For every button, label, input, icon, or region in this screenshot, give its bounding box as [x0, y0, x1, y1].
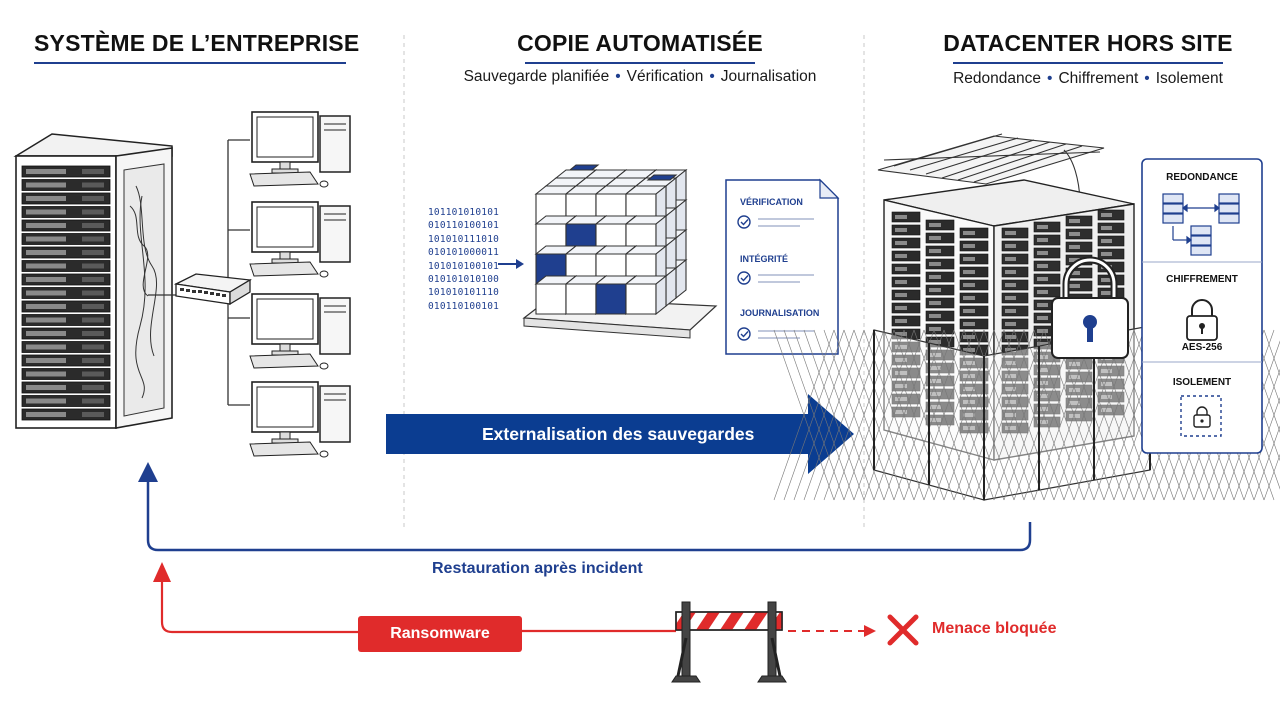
binary-line: 101010111010 — [428, 233, 500, 245]
restore-label: Restauration après incident — [432, 560, 643, 577]
subtitle-item-verification: Vérification — [626, 68, 704, 85]
desktop-computer-icon — [249, 111, 351, 188]
subtitle-middle: Sauvegarde planifiée•Vérification•Journa… — [463, 68, 817, 85]
title-enterprise-system: SYSTÈME DE L’ENTREPRISE — [34, 30, 360, 56]
panel-label-isolation: ISOLEMENT — [1172, 377, 1232, 388]
binary-line: 101010101110 — [428, 287, 500, 299]
subtitle-item-logging: Journalisation — [720, 68, 817, 85]
title-underline-left — [34, 62, 346, 64]
title-underline-middle — [525, 62, 755, 64]
barrier-icon — [671, 601, 787, 683]
security-panel — [1141, 158, 1263, 454]
cross-icon — [887, 614, 919, 646]
subtitle-item-encryption: Chiffrement — [1058, 70, 1139, 87]
network-switch-icon — [173, 273, 252, 306]
subtitle-item-isolation: Isolement — [1155, 70, 1223, 87]
subtitle-right: Redondance•Chiffrement•Isolement — [953, 70, 1223, 87]
binary-line: 101101010101 — [428, 207, 500, 218]
outsourcing-arrow — [386, 394, 854, 474]
desktop-computer-icon — [249, 293, 351, 370]
datacenter-icon — [773, 133, 1280, 501]
binary-line: 101010100101 — [428, 260, 500, 272]
doc-item-logging: JOURNALISATION — [740, 308, 820, 318]
doc-item-verification: VÉRIFICATION — [740, 197, 803, 207]
network-lines — [148, 139, 250, 406]
subtitle-item-scheduled-backup: Sauvegarde planifiée — [463, 68, 610, 85]
small-arrow-icon — [498, 259, 524, 269]
doc-item-integrity: INTÉGRITÉ — [740, 254, 789, 264]
binary-line: 010101000011 — [428, 247, 500, 259]
binary-line: 010110100101 — [428, 220, 500, 232]
title-automated-copy: COPIE AUTOMATISÉE — [517, 30, 763, 56]
ransomware-badge: Ransomware — [358, 616, 522, 652]
panel-label-aes: AES-256 — [1181, 342, 1223, 353]
title-underline-right — [953, 62, 1223, 64]
server-rack-icon — [13, 133, 173, 429]
data-cube-icon — [522, 164, 718, 339]
threat-blocked-label: Menace bloquée — [932, 620, 1057, 637]
desktop-computer-icon — [249, 381, 351, 458]
subtitle-item-redundancy: Redondance — [953, 70, 1041, 87]
title-offsite-datacenter: DATACENTER HORS SITE — [943, 30, 1233, 56]
outsourcing-label: Externalisation des sauvegardes — [482, 424, 755, 444]
panel-label-encryption: CHIFFREMENT — [1166, 274, 1238, 285]
desktop-computer-icon — [249, 201, 351, 278]
binary-line: 010101010100 — [428, 273, 500, 285]
binary-line: 010110100101 — [428, 300, 500, 312]
panel-label-redundancy: REDONDANCE — [1166, 172, 1238, 183]
